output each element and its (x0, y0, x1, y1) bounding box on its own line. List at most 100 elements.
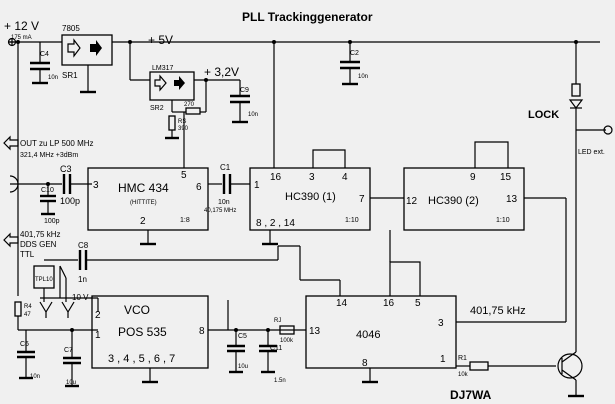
c9-value: 10n (248, 112, 258, 118)
clock-freq-label: 40,175 MHz (204, 208, 236, 214)
pll-4046-label: 4046 (356, 329, 380, 341)
hc390-2-pin15: 15 (500, 172, 512, 183)
reference-freq-label: 401,75 kHz (470, 305, 526, 317)
output-label-line2: 321,4 MHz +3dBm (20, 152, 78, 159)
supply-32v-label: + 3,2V (204, 65, 239, 79)
rj-value: 100k (280, 338, 294, 344)
output-port: OUT zu LP 500 MHz 321,4 MHz +3dBm (3, 135, 94, 159)
tpl-label: TPL10 (35, 277, 53, 283)
r1-label: R1 (458, 355, 467, 362)
capacitor-c9: C9 10n (230, 80, 258, 124)
r390-label: 390 (178, 126, 189, 132)
hc390-1-pin16: 16 (270, 172, 282, 183)
pll-4046-chip: 4046 14 16 5 13 3 8 1 401,75 kHz (299, 230, 526, 384)
hc390-2-pin13: 13 (506, 194, 518, 205)
vco-pin8: 8 (199, 326, 205, 337)
hmc434-pin2: 2 (140, 216, 146, 227)
hc390-2-pin12: 12 (406, 196, 418, 207)
r1-value: 10k (458, 372, 469, 378)
r4-value: 47 (24, 312, 31, 318)
supply-current-label: 175 mA (11, 35, 32, 41)
vco-label: VCO (124, 303, 150, 317)
capacitor-c7: C7 10u (63, 328, 81, 388)
rs-label: RS (178, 119, 186, 125)
vco-part-label: POS 535 (118, 325, 167, 339)
supply-10v-label: 10 V (72, 293, 89, 302)
capacitor-c4: C4 10n (30, 42, 58, 85)
supply-12v: + 12 V 175 mA (4, 19, 40, 296)
c5-label: C5 (238, 333, 247, 340)
hc390-2-pin9: 9 (470, 172, 476, 183)
c2-value: 10n (358, 74, 368, 80)
hmc434-pin3: 3 (93, 180, 99, 191)
hc390-1-pin4: 4 (342, 172, 348, 183)
regulator-sr2-label: SR2 (150, 105, 164, 112)
hc390-1-gnd-pins: 8 , 2 , 14 (256, 218, 295, 229)
pll-pin16: 16 (383, 298, 395, 309)
input-source-label: DDS GEN (20, 240, 57, 249)
hc390-2-label: HC390 (2) (428, 195, 479, 207)
c7-label: C7 (64, 347, 73, 354)
hmc434-ratio: 1:8 (180, 217, 190, 224)
hmc434-pin6: 6 (196, 182, 202, 193)
vco-tuning-network: TPL10 R4 47 10 V (14, 265, 99, 331)
r4-label: R4 (24, 304, 32, 310)
lock-label: LOCK (528, 109, 559, 121)
hc390-1-pin3: 3 (309, 172, 315, 183)
c10-value: 100p (44, 218, 60, 225)
c1-label: C1 (220, 163, 231, 172)
c11-value: 1.5n (274, 378, 286, 384)
regulator-sr1-label: SR1 (62, 71, 78, 80)
hc390-1-label: HC390 (1) (285, 191, 336, 203)
supply-12v-label: + 12 V (4, 19, 39, 33)
c3-label: C3 (60, 164, 72, 174)
output-label-line1: OUT zu LP 500 MHz (20, 139, 94, 148)
pll-pin13: 13 (309, 326, 321, 337)
supply-5v-label: + 5V (148, 33, 173, 47)
loop-filter: C5 10u C11 1.5n RJ 100k (227, 318, 295, 384)
c1-value: 10n (218, 199, 230, 206)
hc390-1-pin1: 1 (254, 180, 260, 191)
input-freq-label: 401,75 kHz (20, 230, 60, 239)
input-ttl-label: TTL (20, 250, 35, 259)
hmc434-sub: (HITTITE) (130, 200, 157, 206)
c10-label: C10 (41, 187, 54, 194)
vco-pin2: 2 (95, 310, 101, 321)
regulator-7805: 7805 SR1 + 5V (40, 24, 600, 94)
led-ext-label: LED ext. (578, 149, 605, 156)
capacitor-c2: C2 10n (340, 40, 368, 86)
hmc434-chip: HMC 434 (HITTITE) 1:8 3 5 6 2 (87, 167, 222, 246)
pll-pin1: 1 (440, 354, 446, 365)
c8-value: 1n (78, 275, 87, 284)
hmc434-label: HMC 434 (118, 181, 169, 195)
lock-led: LOCK LED ext. (528, 40, 613, 352)
vco-gnd-pins: 3 , 4 , 5 , 6 , 7 (108, 353, 175, 365)
c2-label: C2 (350, 50, 359, 57)
pll-pin5: 5 (415, 298, 421, 309)
hc390-2-chip: HC390 (2) 1:10 9 15 12 13 (403, 141, 567, 323)
vco-chip: VCO POS 535 2 1 8 3 , 4 , 5 , 6 , 7 (91, 295, 306, 384)
pll-pin3: 3 (438, 318, 444, 329)
title: PLL Trackinggenerator (242, 10, 373, 24)
hc390-1-chip: HC390 (1) 1:10 1 16 3 4 7 8 , 2 , 14 (249, 40, 404, 246)
capacitor-c6: C6 10n (17, 330, 40, 380)
regulator-lm317-label: LM317 (152, 65, 174, 72)
c5-value: 10u (238, 364, 248, 370)
hc390-2-ratio: 1:10 (496, 217, 510, 224)
regulator-lm317: LM317 SR2 + 3,2V 270 RS 390 (128, 40, 240, 168)
author: DJ7WA (450, 388, 492, 402)
c9-label: C9 (240, 87, 249, 94)
vco-pin1: 1 (95, 330, 101, 341)
pll-pin14: 14 (336, 298, 348, 309)
lock-driver: R1 10k (458, 351, 584, 398)
regulator-7805-label: 7805 (62, 24, 80, 33)
c6-label: C6 (20, 341, 29, 348)
c4-label: C4 (40, 51, 49, 58)
r270-label: 270 (184, 102, 195, 108)
c6-value: 10n (30, 374, 40, 380)
pll-pin8: 8 (362, 358, 368, 369)
reference-input: 401,75 kHz DDS GEN TTL C8 1n (3, 230, 300, 284)
rj-label: RJ (274, 318, 281, 324)
hc390-1-pin7: 7 (359, 194, 365, 205)
